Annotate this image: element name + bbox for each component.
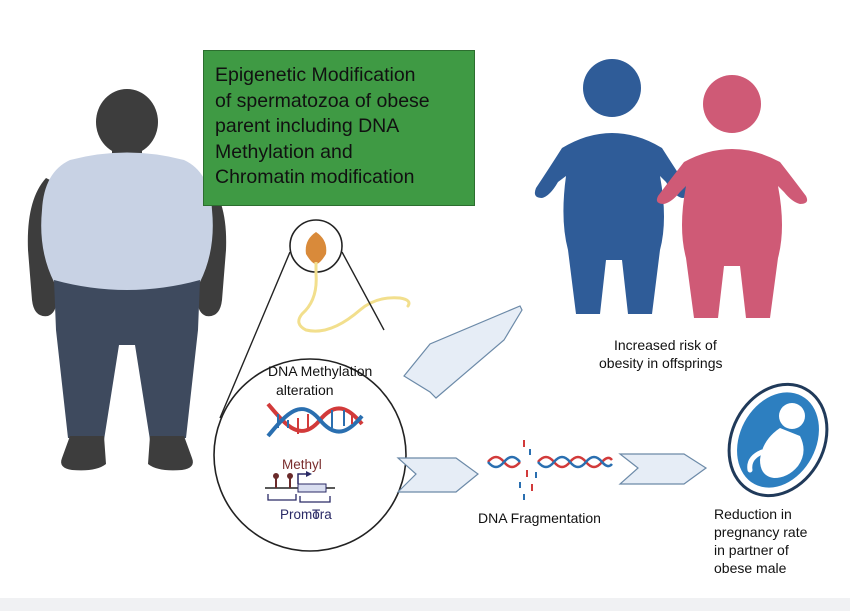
promoter-label: Promo — [280, 507, 320, 522]
pregnancy-label-line1: Reduction in — [714, 506, 792, 522]
offspring-label-line2: obesity in offsprings — [599, 355, 723, 371]
fragmented-dna-icon — [487, 440, 613, 500]
epigenetic-modification-box: Epigenetic Modification of spermatozoa o… — [203, 50, 475, 206]
methyl-label: Methyl — [282, 457, 322, 472]
obese-man-icon — [27, 89, 227, 471]
epigenetic-line: Chromatin modification — [215, 166, 415, 188]
dna-helix-icon — [266, 402, 364, 438]
chevron-arrow-icon — [618, 453, 708, 485]
chevron-arrow-icon — [396, 457, 479, 493]
pregnancy-label-line3: in partner of — [714, 542, 789, 558]
offspring-label-line1: Increased risk of — [614, 337, 717, 353]
methylation-circle — [213, 358, 407, 552]
pregnancy-label-line2: pregnancy rate — [714, 524, 808, 540]
chevron-arrow-icon — [403, 305, 523, 399]
footer-strip — [0, 598, 850, 611]
circle-title-line2: alteration — [276, 382, 334, 398]
fetus-icon — [727, 382, 829, 498]
epigenetic-line: Methylation and — [215, 140, 353, 163]
pregnancy-label-line4: obese male — [714, 560, 787, 576]
spermatozoon-icon — [219, 219, 411, 419]
promoter-glyph — [265, 471, 335, 503]
epigenetic-line: of spermatozoa of obese — [215, 89, 430, 112]
children-icon — [534, 59, 808, 318]
epigenetic-line: Epigenetic Modification — [215, 64, 416, 86]
epigenetic-line: parent including DNA — [215, 115, 400, 137]
circle-title-line1: DNA Methylation — [268, 363, 373, 379]
fragmentation-label: DNA Fragmentation — [478, 510, 601, 526]
transcript-label: Tra — [312, 507, 332, 522]
